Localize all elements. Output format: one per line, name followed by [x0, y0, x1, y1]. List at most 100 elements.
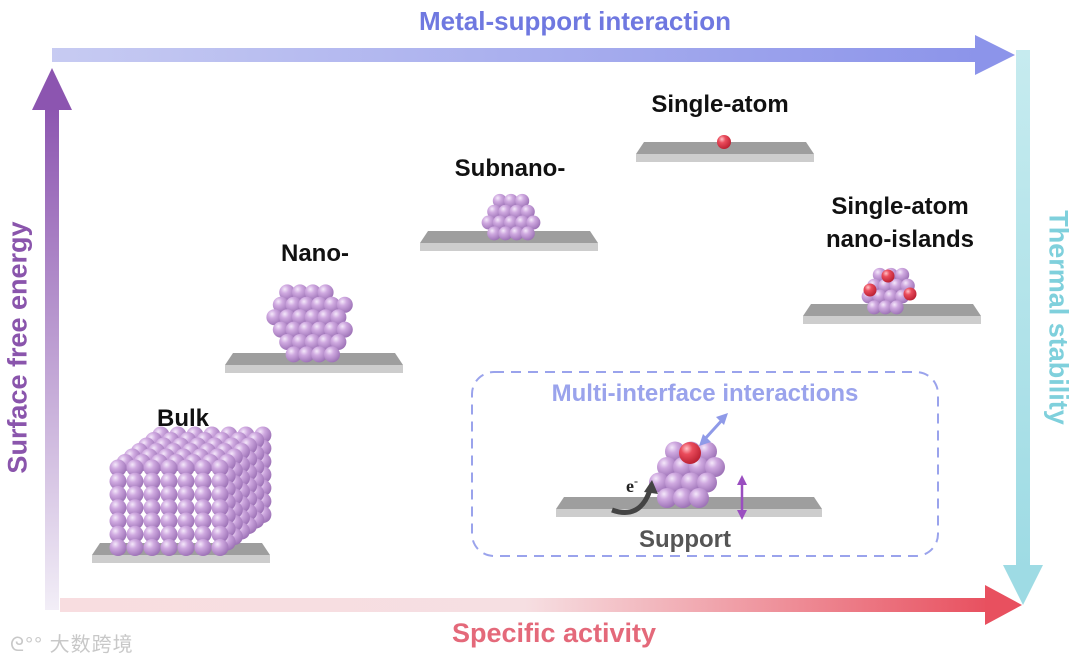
metal-atom-sphere — [872, 289, 887, 304]
metal-atom-sphere — [109, 525, 127, 543]
metal-atom-sphere — [492, 215, 507, 230]
metal-atom-sphere — [272, 321, 289, 338]
metal-atom-sphere — [705, 457, 725, 477]
metal-atom-sphere — [143, 459, 161, 477]
watermark-logo-icon: ᘓ°° — [10, 634, 50, 656]
bottom-axis-arrow — [60, 585, 1022, 625]
metal-atom-sphere — [520, 226, 535, 241]
metal-atom-sphere — [194, 486, 212, 504]
metal-atom-sphere — [895, 267, 910, 282]
metal-atom-sphere — [285, 346, 302, 363]
metal-atom-sphere — [211, 499, 229, 517]
metal-atom-sphere — [878, 300, 893, 315]
metal-atom-sphere — [126, 499, 144, 517]
metal-atom-sphere — [504, 193, 518, 208]
metal-atom-sphere — [673, 488, 693, 508]
metal-atom-sphere — [279, 334, 296, 350]
metal-atom-sphere — [160, 512, 178, 530]
metal-atom-sphere — [109, 539, 127, 557]
metal-atom-sphere — [311, 346, 328, 363]
metal-atom-sphere — [526, 215, 541, 230]
metal-atom-sphere — [504, 215, 518, 230]
metal-atom-sphere — [143, 512, 161, 530]
metal-atom-sphere — [285, 296, 302, 313]
metal-atom-sphere — [689, 488, 709, 508]
metal-atom-sphere — [109, 486, 127, 504]
metal-atom-sphere — [292, 334, 308, 350]
left-axis-arrow — [32, 68, 72, 610]
metal-atom-sphere — [109, 512, 127, 530]
metal-atom-sphere — [487, 226, 502, 241]
metal-atom-sphere — [292, 284, 308, 301]
metal-atom-sphere — [481, 215, 496, 230]
metal-atom-sphere — [509, 204, 524, 219]
metal-atom-sphere — [177, 539, 195, 557]
metal-atom-sphere — [126, 539, 144, 557]
metal-atom-sphere — [177, 512, 195, 530]
metal-atom-sphere — [211, 459, 229, 477]
metal-atom-sphere — [515, 193, 530, 208]
metal-atom-sphere — [697, 472, 717, 493]
metal-atom-sphere — [177, 486, 195, 504]
metal-atom-sphere — [272, 296, 289, 313]
nano-cluster — [266, 284, 353, 363]
metal-atom-sphere — [317, 284, 334, 301]
metal-atom-sphere — [665, 472, 685, 493]
right-axis-arrow — [1003, 50, 1043, 605]
metal-atom-sphere — [311, 296, 328, 313]
metal-atom-sphere — [194, 512, 212, 530]
nano-label: Nano- — [281, 240, 349, 267]
metal-atom-sphere — [285, 321, 302, 338]
metal-atom-sphere — [336, 321, 353, 338]
metal-atom-sphere — [177, 459, 195, 477]
metal-atom-sphere — [498, 226, 513, 241]
metal-atom-sphere — [211, 525, 229, 543]
subnano-label: Subnano- — [454, 155, 566, 182]
electron-symbol: e — [626, 476, 634, 496]
single-atom-sphere — [903, 287, 917, 301]
single-atom-sphere — [717, 135, 731, 149]
bulk-label: Bulk — [156, 405, 209, 432]
metal-atom-sphere — [160, 499, 178, 517]
multi-interface-interactions-label: Multi-interface interactions — [551, 380, 859, 407]
top-axis-arrow — [52, 35, 1015, 75]
metal-atom-sphere — [520, 204, 535, 219]
metal-atom-sphere — [298, 321, 315, 338]
electron-transfer-arrow-icon — [611, 480, 658, 515]
metal-atom-sphere — [324, 346, 340, 363]
metal-atom-sphere — [292, 309, 308, 326]
metal-atom-sphere — [884, 289, 898, 304]
metal-atom-sphere — [298, 296, 315, 313]
single-atom-cluster — [717, 135, 731, 149]
metal-atom-sphere — [143, 539, 161, 557]
metal-atom-sphere — [681, 472, 701, 493]
subnano-cluster — [481, 193, 541, 241]
metal-atom-sphere — [126, 525, 144, 543]
specific-activity-label: Specific activity — [451, 618, 657, 648]
metal-atom-sphere — [889, 278, 904, 293]
metal-atom-sphere — [194, 525, 212, 543]
support-label: Support — [639, 526, 731, 553]
nano-islands-cluster — [861, 267, 917, 315]
metal-atom-sphere — [317, 334, 334, 350]
metal-atom-sphere — [330, 334, 347, 350]
metal-atom-sphere — [143, 472, 161, 490]
metal-atom-sphere — [304, 309, 321, 326]
metal-atom-sphere — [867, 300, 882, 315]
inset-dashed-box — [471, 371, 939, 557]
metal-atom-sphere — [311, 321, 328, 338]
metal-atom-sphere — [143, 486, 161, 504]
metal-atom-sphere — [317, 309, 334, 326]
metal-atom-sphere — [160, 459, 178, 477]
single-atom-sphere — [881, 269, 895, 283]
metal-atom-sphere — [160, 539, 178, 557]
metal-atom-sphere — [324, 296, 340, 313]
watermark-text: 大数跨境 — [49, 634, 134, 656]
electron-charge: - — [634, 474, 638, 488]
metal-atom-sphere — [177, 499, 195, 517]
metal-atom-sphere — [492, 193, 507, 208]
metal-atom-sphere — [211, 486, 229, 504]
metal-atom-sphere — [304, 334, 321, 350]
metal-atom-sphere — [211, 472, 229, 490]
metal-atom-sphere — [336, 296, 353, 313]
